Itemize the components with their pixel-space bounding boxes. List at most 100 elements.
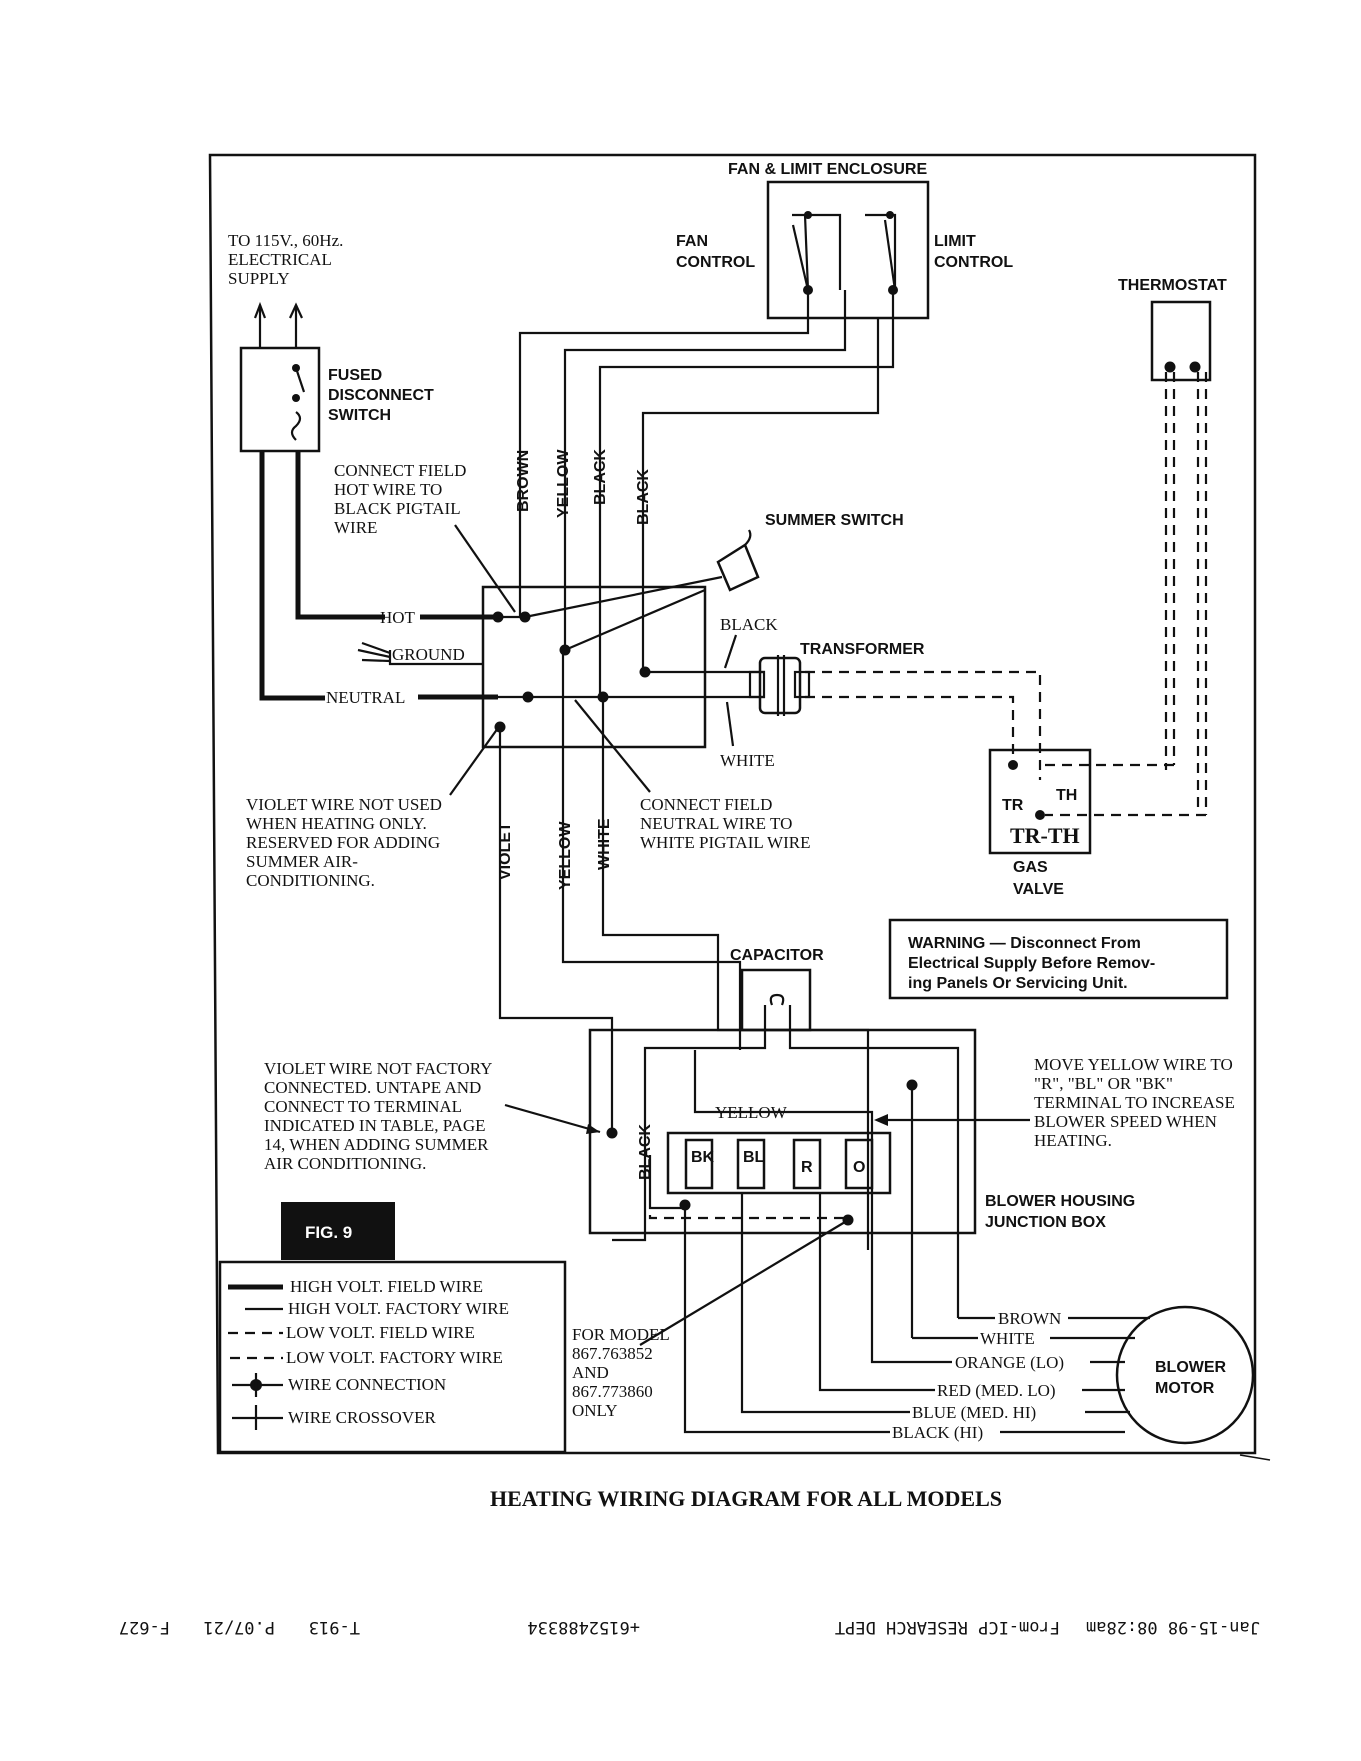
- terminal-block: [666, 1131, 892, 1195]
- motor-wire-black: BLACK (HI): [892, 1423, 983, 1442]
- frame-mark: [1239, 1454, 1271, 1461]
- gas-valve: [988, 748, 1092, 855]
- hot-note-3: BLACK PIGTAIL: [334, 499, 461, 518]
- legend-box: [218, 1260, 567, 1454]
- summer-switch-label: SUMMER SWITCH: [765, 512, 904, 529]
- gas-valve-name: TR-TH: [1010, 823, 1080, 848]
- blower-motor: [1115, 1305, 1255, 1445]
- violet-note2-5: 14, WHEN ADDING SUMMER: [264, 1135, 489, 1154]
- fax-f: F-627: [119, 1617, 170, 1637]
- neutral-note-pointer: [574, 699, 651, 793]
- field-wire-neutral: [259, 451, 325, 701]
- black-inner-label: BLACK: [637, 1124, 654, 1180]
- motor-wire-red: RED (MED. LO): [937, 1381, 1056, 1400]
- wire-label-violet: VIOLET: [497, 822, 514, 880]
- capacitor-symbol: [763, 993, 792, 1030]
- warning-line-2: Electrical Supply Before Remov-: [908, 955, 1155, 972]
- fused-label-3: SWITCH: [328, 407, 391, 424]
- supply-label-3: SUPPLY: [228, 269, 290, 288]
- yellow-inner-label: YELLOW: [715, 1103, 788, 1122]
- fused-label-1: FUSED: [328, 367, 382, 384]
- wire-label-brown: BROWN: [515, 450, 532, 512]
- model-note-5: ONLY: [572, 1401, 618, 1420]
- fan-control-switch: [791, 211, 842, 295]
- diagram-frame: [208, 153, 1257, 1455]
- svg-text:WIRE CONNECTION: WIRE CONNECTION: [288, 1375, 446, 1394]
- fan-limit-enclosure: [766, 180, 930, 320]
- hot-label: HOT: [380, 608, 416, 627]
- svg-text:HIGH VOLT. FACTORY WIRE: HIGH VOLT. FACTORY WIRE: [288, 1299, 509, 1318]
- thermostat-wires: [1045, 372, 1208, 817]
- blower-housing-label-1: BLOWER HOUSING: [985, 1193, 1135, 1210]
- legend-low-volt-field: LOW VOLT. FIELD WIRE: [228, 1323, 475, 1342]
- fan-limit-enclosure-label: FAN & LIMIT ENCLOSURE: [728, 161, 927, 178]
- warning-line-1: WARNING — Disconnect From: [908, 935, 1141, 952]
- junction-down-wires: [498, 650, 870, 1250]
- legend-wire-connection: WIRE CONNECTION: [232, 1373, 446, 1397]
- fig-label-box: [281, 1202, 395, 1260]
- svg-text:O: O: [853, 1159, 865, 1176]
- gas-valve-term-th: TH: [1056, 787, 1077, 804]
- blower-housing-label-2: JUNCTION BOX: [985, 1214, 1106, 1231]
- svg-text:BL: BL: [743, 1149, 765, 1166]
- motor-wires: [683, 1128, 1150, 1434]
- neutral-label: NEUTRAL: [326, 688, 405, 707]
- wire-label-black-1: BLACK: [592, 449, 609, 505]
- model-note-1: FOR MODEL: [572, 1325, 670, 1344]
- fused-disconnect-switch: [239, 346, 321, 453]
- violet-note2-pointer: [504, 1103, 601, 1134]
- fused-label-2: DISCONNECT: [328, 387, 434, 404]
- limit-control-label-2: CONTROL: [934, 254, 1013, 271]
- thermostat: [1150, 300, 1212, 382]
- hot-note-1: CONNECT FIELD: [334, 461, 466, 480]
- fan-control-label-2: CONTROL: [676, 254, 755, 271]
- warning-line-3: ing Panels Or Servicing Unit.: [908, 975, 1128, 992]
- blower-box-wires: [606, 1030, 960, 1338]
- transformer-lowvolt-2: [805, 695, 1015, 760]
- legend-low-volt-factory: LOW VOLT. FACTORY WIRE: [230, 1348, 503, 1367]
- transformer-black-label: BLACK: [720, 615, 778, 634]
- fan-control-label-1: FAN: [676, 233, 708, 250]
- transformer: [643, 655, 811, 716]
- fax-t: T-913: [309, 1617, 360, 1637]
- ground-symbol: [357, 641, 483, 666]
- violet-note1-pointer: [449, 727, 499, 796]
- fuse-contacts: [290, 364, 306, 441]
- move-note-1: MOVE YELLOW WIRE TO: [1034, 1055, 1233, 1074]
- main-junction-box: [481, 585, 707, 749]
- motor-wire-brown: BROWN: [998, 1309, 1061, 1328]
- transformer-label: TRANSFORMER: [800, 641, 925, 658]
- gas-valve-label-2: VALVE: [1013, 881, 1064, 898]
- blower-motor-label-1: BLOWER: [1155, 1359, 1227, 1376]
- motor-wire-blue: BLUE (MED. HI): [912, 1403, 1036, 1422]
- hot-note-2: HOT WIRE TO: [334, 480, 442, 499]
- neutral-note-2: NEUTRAL WIRE TO: [640, 814, 792, 833]
- terminal-bk: BK: [684, 1138, 715, 1190]
- fax-datetime: Jan-15-98 08:28am: [1086, 1617, 1260, 1637]
- violet-note1-2: WHEN HEATING ONLY.: [246, 814, 427, 833]
- terminal-bl: BL: [736, 1138, 766, 1190]
- neutral-note-3: WHITE PIGTAIL WIRE: [640, 833, 810, 852]
- violet-note2-6: AIR CONDITIONING.: [264, 1154, 426, 1173]
- motor-wire-orange: ORANGE (LO): [955, 1353, 1064, 1372]
- capacitor-label: CAPACITOR: [730, 947, 824, 964]
- violet-note1-1: VIOLET WIRE NOT USED: [246, 795, 442, 814]
- svg-text:WIRE CROSSOVER: WIRE CROSSOVER: [288, 1408, 436, 1427]
- fax-from: From-ICP RESEARCH DEPT: [835, 1617, 1060, 1637]
- thermostat-label: THERMOSTAT: [1118, 277, 1227, 294]
- summer-switch: [524, 529, 760, 652]
- fax-number: +6152488334: [527, 1617, 640, 1637]
- move-note-5: HEATING.: [1034, 1131, 1112, 1150]
- wire-label-yellow: YELLOW: [555, 449, 572, 518]
- supply-label-2: ELECTRICAL: [228, 250, 332, 269]
- violet-note1-5: CONDITIONING.: [246, 871, 375, 890]
- transformer-white-label: WHITE: [720, 751, 775, 770]
- svg-text:R: R: [801, 1159, 813, 1176]
- violet-note2-3: CONNECT TO TERMINAL: [264, 1097, 462, 1116]
- limit-control-label-1: LIMIT: [934, 233, 976, 250]
- violet-note1-4: SUMMER AIR-: [246, 852, 358, 871]
- violet-note1-3: RESERVED FOR ADDING: [246, 833, 440, 852]
- hot-note-pointer: [454, 524, 516, 613]
- transformer-lowvolt-1: [805, 670, 1042, 780]
